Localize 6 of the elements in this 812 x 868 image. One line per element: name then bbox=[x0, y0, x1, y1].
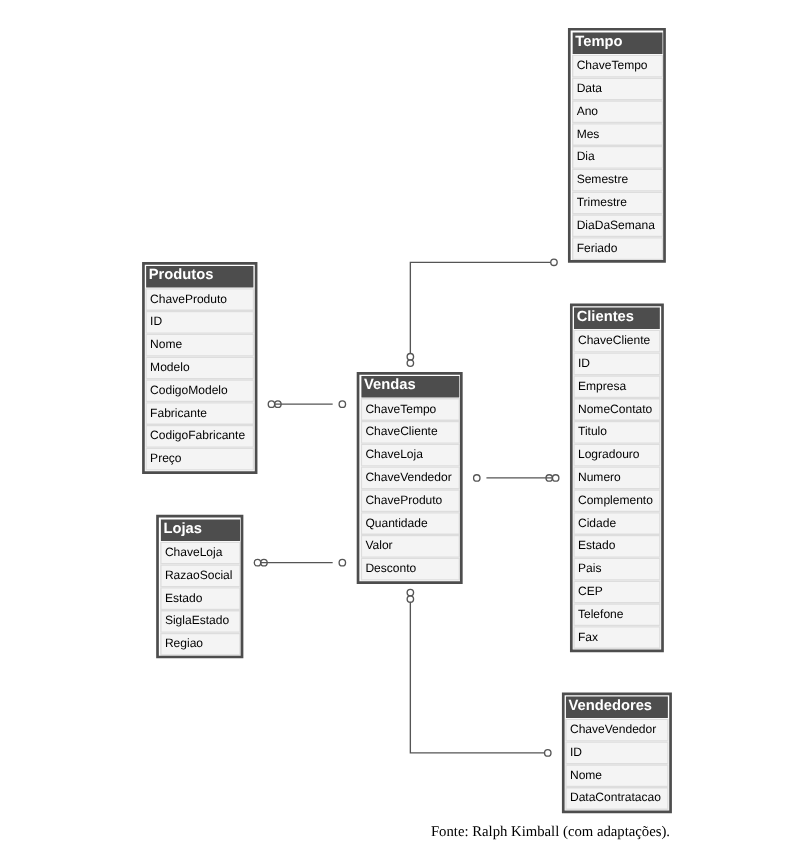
connector bbox=[405, 258, 557, 367]
connector bbox=[484, 474, 559, 482]
connector bbox=[252, 558, 333, 567]
connector bbox=[266, 400, 333, 409]
connector bbox=[405, 588, 551, 757]
caption: Fonte: Ralph Kimball (com adaptações). bbox=[429, 821, 670, 840]
